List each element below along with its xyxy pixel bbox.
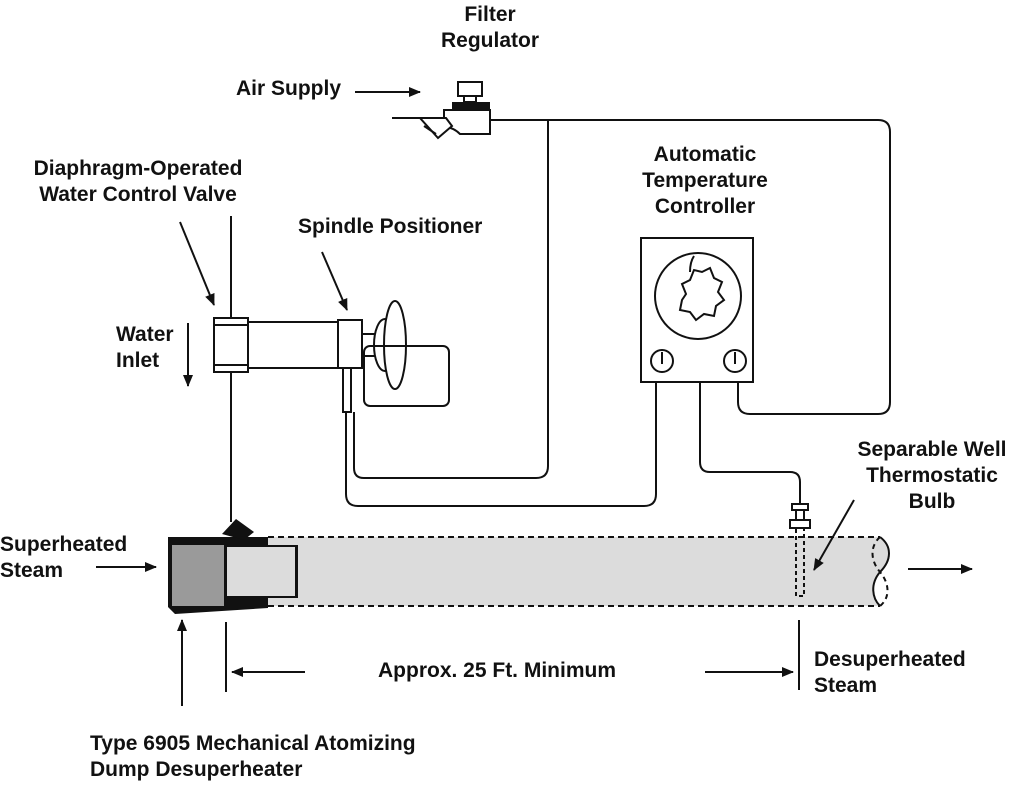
label-temperature-controller: Automatic Temperature Controller	[642, 143, 768, 218]
positioner-pointer-arrow	[321, 251, 348, 311]
label-spindle-positioner: Spindle Positioner	[298, 215, 483, 238]
arrows	[96, 87, 973, 706]
temperature-controller	[640, 237, 754, 383]
label-separable-well: Separable Well Thermostatic Bulb	[857, 438, 1007, 513]
thermostatic-bulb	[789, 503, 811, 597]
label-superheated-steam: Superheated Steam	[0, 533, 128, 582]
label-air-supply: Air Supply	[236, 77, 342, 100]
label-filter-regulator: Filter Regulator	[440, 3, 539, 52]
label-distance: Approx. 25 Ft. Minimum	[378, 659, 617, 682]
label-diaphragm-valve: Diaphragm-Operated Water Control Valve	[33, 157, 243, 206]
steam-pipe	[268, 536, 890, 607]
label-desuperheated-steam: Desuperheated Steam	[814, 648, 966, 697]
spindle-positioner	[337, 300, 450, 413]
label-water-inlet: Water Inlet	[116, 323, 174, 372]
valve-pointer-arrow	[179, 221, 215, 306]
label-desuperheater: Type 6905 Mechanical Atomizing Dump Desu…	[90, 732, 416, 781]
desuperheater-nozzle	[168, 519, 298, 614]
water-control-valve	[213, 317, 339, 373]
filter-regulator	[417, 81, 491, 140]
air-lines	[345, 117, 891, 507]
distance-dimension	[225, 620, 800, 692]
bulb-pointer-arrow	[813, 499, 855, 571]
